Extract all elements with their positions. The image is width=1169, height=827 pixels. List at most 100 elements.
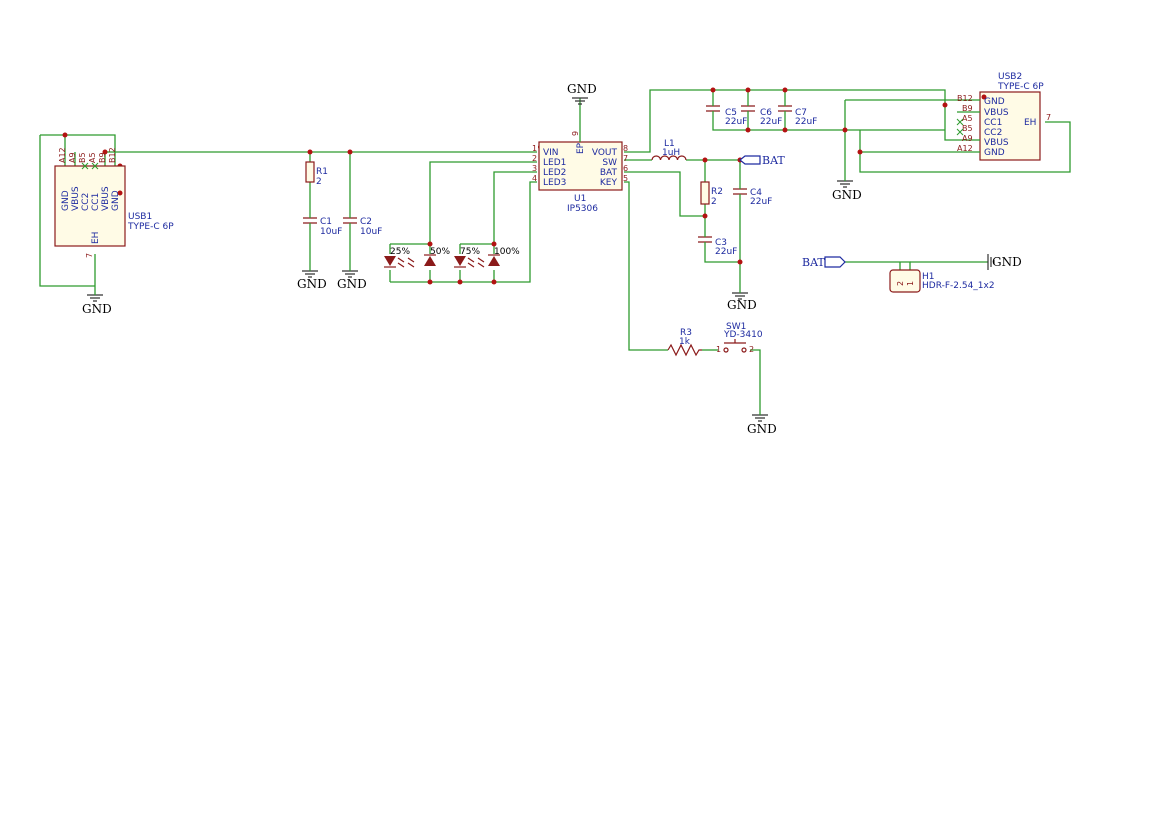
u1-pin-ep: EP bbox=[576, 142, 586, 154]
sw1-switch: 1 2 SW1 YD-3410 bbox=[716, 322, 763, 354]
usb1-pin-a5: A5 bbox=[88, 152, 97, 163]
c1-value: 10uF bbox=[320, 227, 342, 237]
usb2-no-connect-marks bbox=[956, 118, 964, 136]
led-25-label: 25% bbox=[390, 247, 410, 257]
u1-pin-led3: LED3 bbox=[543, 178, 566, 188]
usb1-pin-b9: B9 bbox=[98, 152, 107, 163]
svg-text:GND: GND bbox=[747, 422, 777, 436]
usb1-pin-b12: B12 bbox=[108, 147, 117, 163]
usb1-name-eh: EH bbox=[91, 232, 101, 244]
sw1-pin-2: 2 bbox=[749, 345, 754, 354]
l1-ref: L1 bbox=[664, 139, 675, 149]
svg-text:GND: GND bbox=[337, 277, 367, 291]
usb2-pin-a9: A9 bbox=[962, 134, 973, 143]
gnd-u1-ep: GND bbox=[567, 82, 597, 105]
usb1-top-pin-numbers: A12 A9 B5 A5 B9 B12 bbox=[58, 147, 117, 163]
usb1-pin-7: 7 bbox=[85, 253, 94, 258]
led-100: 100% bbox=[477, 247, 520, 268]
usb1-name-gnd-b: GND bbox=[111, 190, 121, 211]
bat-label-2: BAT bbox=[802, 256, 825, 269]
led-100-label: 100% bbox=[494, 247, 520, 257]
r1-ref: R1 bbox=[316, 167, 328, 177]
usb2-name-vbus-b: VBUS bbox=[984, 138, 1009, 148]
h1-header: 2 1 H1 HDR-F-2.54_1x2 bbox=[889, 269, 995, 293]
c2-capacitor: C2 10uF bbox=[343, 212, 382, 237]
c4-ref: C4 bbox=[750, 188, 762, 198]
c3-capacitor: C3 22uF bbox=[698, 236, 737, 257]
u1-pin-num-6: 6 bbox=[623, 164, 628, 173]
gnd-c1: GND bbox=[297, 268, 327, 291]
gnd-c2: GND bbox=[337, 268, 367, 291]
h1-value: HDR-F-2.54_1x2 bbox=[922, 281, 995, 291]
gnd-sw1: GND bbox=[747, 412, 777, 436]
svg-text:GND: GND bbox=[992, 255, 1022, 269]
usb1-name-cc2: CC2 bbox=[81, 193, 91, 211]
u1-pin-num-7: 7 bbox=[623, 154, 628, 163]
u1-pin-sw: SW bbox=[602, 158, 617, 168]
r2-ref: R2 bbox=[711, 187, 723, 197]
sw1-value: YD-3410 bbox=[723, 330, 763, 340]
led-50-label: 50% bbox=[430, 247, 450, 257]
usb2-name-vbus-a: VBUS bbox=[984, 108, 1009, 118]
gnd-c3: GND bbox=[727, 290, 757, 312]
u1-pin-num-1: 1 bbox=[532, 144, 537, 153]
svg-text:GND: GND bbox=[82, 302, 112, 316]
u1-pin-num-5: 5 bbox=[623, 174, 628, 183]
usb2-name-cc1: CC1 bbox=[984, 118, 1002, 128]
u1-pin-vout: VOUT bbox=[592, 148, 618, 158]
svg-text:GND: GND bbox=[727, 298, 757, 312]
svg-text:GND: GND bbox=[567, 82, 597, 96]
u1-pin-num-8: 8 bbox=[623, 144, 628, 153]
c5-ref: C5 bbox=[725, 108, 737, 118]
usb2-name-cc2: CC2 bbox=[984, 128, 1002, 138]
c7-value: 22uF bbox=[795, 117, 817, 127]
u1-pin-num-4: 4 bbox=[532, 174, 537, 183]
usb1-pin-b5: B5 bbox=[78, 152, 87, 163]
bat-flag-2: BAT bbox=[802, 256, 846, 269]
r1-resistor: R1 2 bbox=[305, 161, 328, 187]
usb2-pin-b12: B12 bbox=[957, 94, 973, 103]
c6-ref: C6 bbox=[760, 108, 772, 118]
u1-ip5306: VIN LED1 LED2 LED3 1 2 3 4 VOUT SW BAT K… bbox=[532, 112, 628, 214]
led-25: 25% bbox=[384, 247, 410, 268]
u1-pin-num-2: 2 bbox=[532, 154, 537, 163]
r3-resistor: R3 1k bbox=[667, 328, 702, 357]
led-75: 75% bbox=[454, 247, 480, 268]
c1-capacitor: C1 10uF bbox=[303, 212, 342, 237]
usb1-pin-names: GND VBUS CC2 CC1 VBUS GND EH bbox=[61, 186, 121, 244]
usb2-name-eh: EH bbox=[1024, 118, 1036, 128]
c4-value: 22uF bbox=[750, 197, 772, 207]
usb2-value: TYPE-C 6P bbox=[997, 82, 1044, 92]
u1-pin-led1: LED1 bbox=[543, 158, 566, 168]
u1-value: IP5306 bbox=[567, 204, 598, 214]
h1-pin-1: 1 bbox=[906, 281, 915, 286]
usb2-connector: GND VBUS CC1 CC2 VBUS GND EH B12 B9 A5 B… bbox=[956, 72, 1051, 161]
svg-text:GND: GND bbox=[832, 188, 862, 202]
usb1-value: TYPE-C 6P bbox=[127, 222, 174, 232]
wires bbox=[39, 89, 1071, 412]
h1-ref: H1 bbox=[922, 272, 935, 282]
usb1-pin-a12: A12 bbox=[58, 147, 67, 163]
bat-label-1: BAT bbox=[762, 154, 785, 167]
usb1-name-vbus-a: VBUS bbox=[71, 186, 81, 211]
gnd-usb2: GND bbox=[832, 178, 862, 202]
led-50: 50% bbox=[407, 247, 450, 268]
r2-value: 2 bbox=[711, 197, 717, 207]
usb2-name-gnd-b: GND bbox=[984, 148, 1005, 158]
c7-capacitor: C7 22uF bbox=[778, 104, 817, 127]
r2-resistor: R2 2 bbox=[700, 181, 723, 207]
u1-pin-num-9: 9 bbox=[571, 131, 580, 136]
bat-flag-1: BAT bbox=[739, 154, 785, 167]
usb1-name-vbus-b: VBUS bbox=[101, 186, 111, 211]
c5-value: 22uF bbox=[725, 117, 747, 127]
usb2-pin-a12: A12 bbox=[957, 144, 973, 153]
u1-pin-key: KEY bbox=[600, 178, 618, 188]
r3-value: 1k bbox=[679, 337, 691, 347]
usb2-name-gnd-a: GND bbox=[984, 97, 1005, 107]
usb1-connector: A12 A9 B5 A5 B9 B12 GND VBUS CC2 CC1 VBU… bbox=[54, 147, 174, 258]
usb2-pin-7: 7 bbox=[1046, 113, 1051, 122]
c6-value: 22uF bbox=[760, 117, 782, 127]
usb2-pin-a5: A5 bbox=[962, 114, 973, 123]
sw1-pin-1: 1 bbox=[716, 345, 721, 354]
